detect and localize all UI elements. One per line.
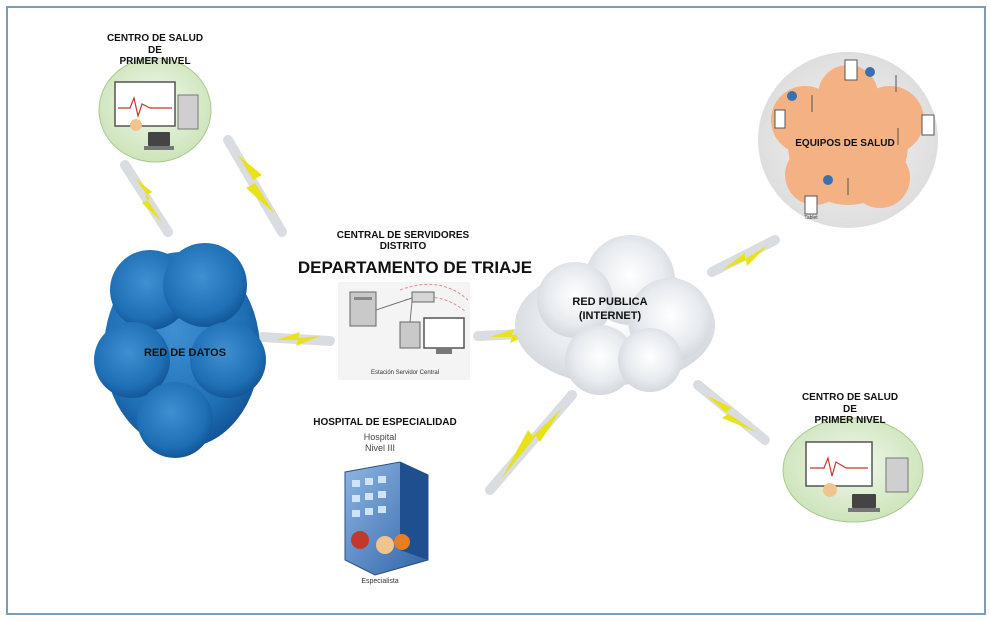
red-datos-label: RED DE DATOS <box>143 347 227 359</box>
health-center-bottom-title-line2: DE <box>843 403 857 415</box>
hospital-sub-1: Hospital <box>363 432 397 442</box>
lightning-bolt-icon <box>257 332 335 346</box>
hospital-sub-2: Nivel III <box>364 443 395 453</box>
health-center-top-title-line2: DE <box>148 44 162 56</box>
central-title-3: DEPARTAMENTO DE TRIAJE <box>297 258 533 277</box>
red-publica-label-2: (INTERNET) <box>578 310 642 322</box>
lightning-bolt-icon <box>693 380 770 445</box>
central-title-2: DISTRITO <box>379 241 427 252</box>
health-center-top-icon <box>98 57 212 163</box>
frame-border <box>6 6 986 615</box>
server-station-icon <box>338 282 470 380</box>
cloud-icon <box>515 235 715 395</box>
health-center-bottom-icon <box>782 417 924 523</box>
red-publica-label-1: RED PUBLICA <box>572 296 648 308</box>
hospital-caption: Especialista <box>361 578 399 585</box>
hospital-title: HOSPITAL DE ESPECIALIDAD <box>313 417 457 428</box>
health-center-bottom-title: CENTRO DE SALUD DE PRIMER NIVEL <box>780 392 920 427</box>
hospital-building-icon <box>344 461 429 576</box>
cloud-icon <box>94 243 266 458</box>
health-center-top-title: CENTRO DE SALUD DE PRIMER NIVEL <box>85 33 225 68</box>
health-equipment-cloud-icon <box>758 52 938 228</box>
health-center-top-title-line1: CENTRO DE SALUD <box>106 33 204 44</box>
central-caption: Estación Servidor Central <box>370 370 440 376</box>
health-center-bottom-title-line1: CENTRO DE SALUD <box>801 392 899 403</box>
lightning-bolt-icon <box>223 135 287 237</box>
tablet-caption: Tablet <box>804 215 818 221</box>
health-center-bottom-title-line3: PRIMER NIVEL <box>814 415 886 426</box>
health-center-top-title-line3: PRIMER NIVEL <box>119 56 191 67</box>
lightning-bolt-icon <box>707 235 780 277</box>
central-title-1: CENTRAL DE SERVIDORES <box>336 230 470 241</box>
equipos-label: EQUIPOS DE SALUD <box>795 138 895 149</box>
lightning-bolt-icon <box>120 160 173 237</box>
lightning-bolt-icon <box>485 390 577 495</box>
